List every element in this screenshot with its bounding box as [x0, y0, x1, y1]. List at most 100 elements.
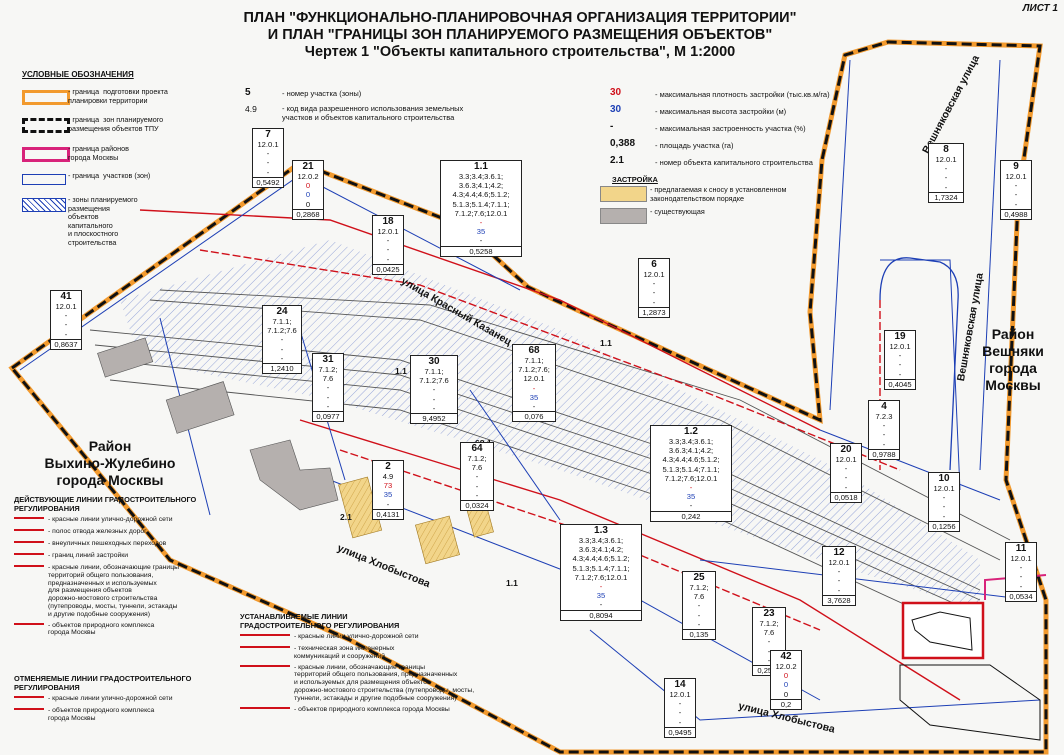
parcel-area: 0,5258 [441, 245, 521, 256]
parcel-area: 1,7324 [929, 191, 963, 202]
legend-item-label: - зоны планируемого размещения объектов … [68, 195, 138, 247]
legend-swatch [22, 118, 70, 133]
parcel-coverage: - [678, 699, 682, 709]
parcel-area: 0,2546 [753, 665, 785, 675]
parcel-coverage: - [326, 401, 330, 411]
parcel-use-code: 7.1.2; 7.6 [759, 619, 779, 638]
zone-label: 2.1 [340, 512, 352, 522]
legend-line-label: - объектов природного комплекса города М… [48, 707, 155, 722]
parcel-number: 68 [528, 345, 540, 356]
parcel-use-code: 4.9 [382, 472, 394, 481]
parcel-use-code: 12.0.1 [643, 270, 665, 279]
legend-key-label: - номер объекта капитального строительст… [655, 158, 813, 167]
parcel-number: 20 [840, 444, 852, 455]
legend-line-swatch [14, 708, 44, 716]
parcel-use-code: 7.1.2; 7.6 [467, 454, 487, 473]
legend-line-swatch [240, 646, 290, 654]
parcel-coverage: - [844, 464, 848, 474]
parcel-number: 19 [894, 331, 906, 342]
legend-header: УСЛОВНЫЕ ОБОЗНАЧЕНИЯ [22, 70, 134, 79]
legend-key-sample: - [610, 121, 614, 132]
legend-key-label: - максимальная плотность застройки (тыс.… [655, 90, 830, 99]
parcel-coverage: - [697, 610, 701, 620]
parcel-use-code: 12.0.1 [669, 690, 691, 699]
legend-swatch [22, 198, 66, 212]
parcel-density: 0 [305, 181, 311, 191]
parcel-number: 11 [1015, 543, 1027, 554]
zone-label: 1.1 [395, 366, 407, 376]
parcel-coverage: - [64, 311, 68, 321]
parcel-coverage: - [1019, 581, 1023, 591]
parcel-use-code: 7.2.3 [875, 412, 893, 421]
parcel-number: 14 [674, 679, 686, 690]
parcel-coverage: - [767, 646, 771, 656]
parcel-number: 25 [693, 572, 705, 583]
legend-line-swatch [14, 541, 44, 549]
parcel-number: 31 [322, 354, 334, 365]
demolish-buildings [338, 476, 494, 565]
parcel-area: 0,8637 [51, 338, 81, 349]
parcel-coverage: - [767, 655, 771, 665]
title-line-2: И ПЛАН "ГРАНИЦЫ ЗОН ПЛАНИРУЕМОГО РАЗМЕЩЕ… [267, 27, 773, 43]
parcel-number: 23 [763, 608, 775, 619]
parcel-coverage: - [280, 353, 284, 363]
parcel-coverage: - [944, 182, 948, 192]
parcel-coverage: - [386, 254, 390, 264]
district-vykhino: Район Выхино-Жулебино города Москвы [44, 438, 176, 488]
loop-road [879, 257, 959, 471]
parcel-area: 0,0324 [461, 500, 493, 510]
parcel-area: 1,2873 [639, 306, 669, 317]
legend-item-label: - граница подготовки проекта планировки … [68, 87, 168, 105]
legend-line-label: - красные линии улично-дорожной сети [48, 516, 173, 523]
parcel-area: 0,0977 [313, 411, 343, 421]
parcel-coverage: - [266, 149, 270, 159]
parcel-coverage: - [266, 167, 270, 177]
build-header: ЗАСТРОЙКА [612, 175, 658, 184]
parcel-coverage: - [599, 600, 603, 610]
parcel-coverage: - [689, 501, 693, 511]
legend-key-sample: 30 [610, 104, 622, 115]
parcel-height: 35 [476, 227, 486, 237]
parcel-use-code: 12.0.1 [1010, 554, 1032, 563]
parcel-density: - [479, 218, 483, 228]
parcel-coverage: - [942, 502, 946, 512]
parcel-area: 1,2410 [263, 363, 301, 373]
parcel-density: - [532, 383, 536, 393]
parcel-coverage: - [64, 329, 68, 339]
parcel-use-code: 3.3;3.4;3.6.1; 3.6.3;4.1;4.2; 4.3;4.4;4.… [662, 437, 720, 483]
parcel-number: 18 [382, 216, 394, 227]
parcel-number: 8 [943, 144, 949, 155]
parcel-coverage: - [882, 439, 886, 449]
legend-key-label: - номер участка (зоны) [282, 89, 362, 98]
parcel-area: 0,0534 [1006, 590, 1036, 601]
legend-section-header: УСТАНАВЛИВАЕМЫЕ ЛИНИИ ГРАДОСТРОИТЕЛЬНОГО… [240, 612, 400, 630]
legend-build-label: - предлагаемая к сносу в установленном з… [650, 185, 787, 203]
legend-line-swatch [14, 622, 44, 631]
parcel-height: 35 [383, 490, 393, 500]
parcel-use-code: 7.1.1; 7.1.2;7.6; 12.0.1 [518, 356, 550, 384]
legend-key-sample: 5 [245, 87, 251, 98]
parcel-number: 41 [60, 291, 72, 302]
parcel-number: 30 [428, 356, 440, 367]
parcel-area: 0,4131 [373, 508, 403, 519]
parcel-coverage: - [1019, 563, 1023, 573]
legend-line-label: - внеуличных пешеходных переходов [48, 540, 167, 547]
parcel-number: 7 [265, 129, 271, 140]
legend-line-label: - полос отвода железных дорог [48, 528, 147, 535]
parcel-use-code: 12.0.1 [257, 140, 279, 149]
parcel-use-code: 12.0.1 [933, 484, 955, 493]
parcel-area: 0,135 [683, 629, 715, 639]
parcel-area: 0,2 [771, 698, 801, 709]
